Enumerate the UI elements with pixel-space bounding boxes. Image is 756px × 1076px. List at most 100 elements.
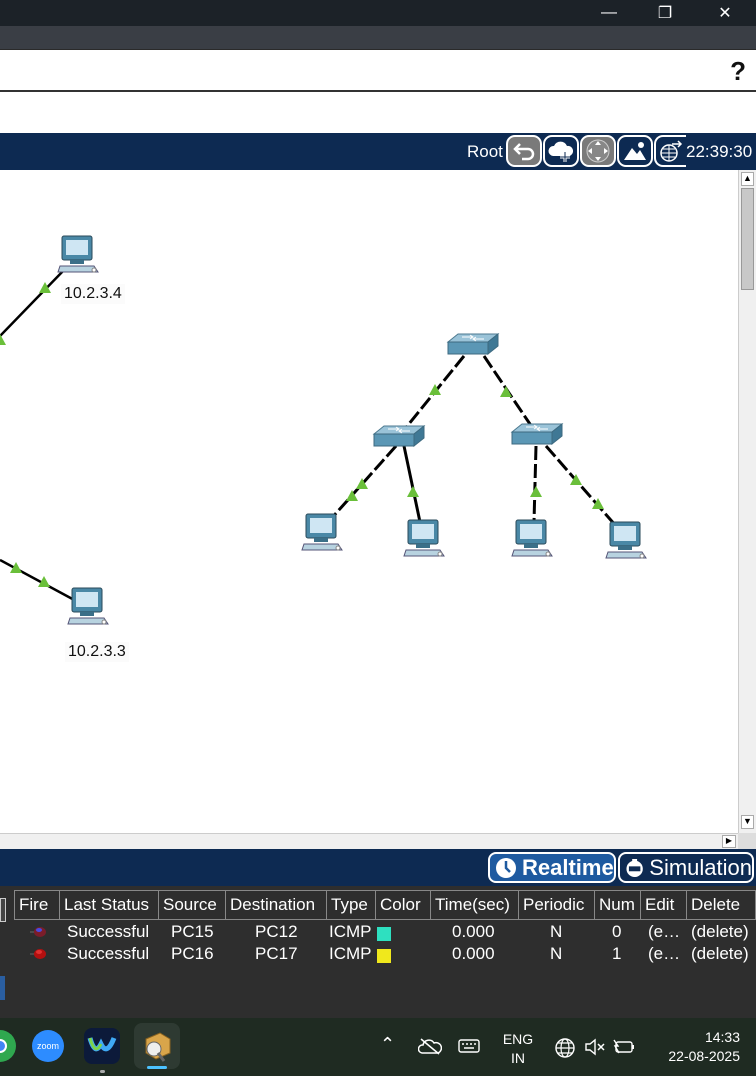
keyboard-icon[interactable] (458, 1038, 480, 1054)
clock-icon (496, 857, 516, 878)
pc-icon (57, 235, 99, 273)
realtime-mode-button[interactable]: Realtime (488, 852, 616, 883)
pdu-source: PC16 (171, 944, 214, 963)
system-time: 14:33 (704, 1029, 740, 1045)
realtime-mode-label: Realtime (522, 854, 614, 880)
link-sw1-pc2 (402, 445, 422, 523)
pc-icon (403, 519, 445, 557)
fire-indicator-icon[interactable] (28, 922, 48, 944)
pc-ip-label: 10.2.3.3 (65, 642, 129, 662)
pdu-num: 0 (612, 922, 622, 941)
zoom-icon-label: zoom (36, 1041, 59, 1051)
webex-icon[interactable] (84, 1028, 120, 1073)
column-header[interactable]: Periodic (518, 890, 595, 920)
column-header[interactable]: Source (158, 890, 226, 920)
link-status-up (592, 498, 604, 509)
simulation-mode-label: Simulation (649, 854, 752, 880)
fire-indicator-icon[interactable] (28, 944, 48, 966)
close-button[interactable]: ✕ (718, 5, 732, 22)
simulation-mode-button[interactable]: Simulation (618, 852, 754, 883)
pdu-source: PC15 (171, 922, 214, 941)
pdu-destination: PC17 (255, 944, 298, 963)
vertical-scroll-thumb[interactable] (741, 188, 754, 290)
chrome-icon[interactable] (0, 1028, 18, 1064)
switch-icon (447, 333, 499, 355)
scroll-right-icon[interactable]: ▶ (722, 835, 736, 848)
pc-ip-label: 10.2.3.4 (61, 284, 125, 304)
system-date: 22-08-2025 (668, 1048, 740, 1064)
column-header[interactable]: Last Status (59, 890, 159, 920)
workspace-navbar: Root 22:39:30 (0, 133, 756, 170)
toolbar-gap (0, 93, 756, 133)
pdu-edit-link[interactable]: (e… (648, 944, 681, 963)
switch-icon (373, 425, 425, 447)
column-header[interactable]: Fire (14, 890, 60, 920)
vertical-scrollbar[interactable]: ▲ ▼ (738, 170, 756, 833)
onedrive-offline-icon[interactable] (418, 1037, 442, 1055)
column-header[interactable]: Num (594, 890, 641, 920)
pdu-periodic: N (550, 922, 563, 941)
viewport-icon[interactable] (654, 135, 686, 167)
link-left-lower (0, 558, 79, 604)
pdu-last-status: Successful (67, 922, 150, 941)
os-taskbar: zoom ⌃ ENG IN 14:33 22-08-2025 (0, 1018, 756, 1076)
column-header[interactable]: Time(sec) (430, 890, 519, 920)
scroll-up-icon[interactable]: ▲ (741, 172, 754, 186)
link-status-up (530, 486, 542, 497)
column-header[interactable]: Destination (225, 890, 327, 920)
packet-tracer-icon[interactable] (134, 1023, 180, 1069)
pc-icon (301, 513, 343, 551)
pdu-color-swatch (377, 923, 391, 945)
column-header[interactable]: Color (375, 890, 431, 920)
background-image-icon[interactable] (617, 135, 653, 167)
pdu-edit-link[interactable]: (e… (648, 922, 681, 941)
battery-charging-icon[interactable] (612, 1038, 636, 1056)
language-indicator[interactable]: ENG IN (500, 1030, 536, 1068)
simulation-clock: 22:39:30 (686, 142, 753, 161)
pc-icon (511, 519, 553, 557)
language-code: ENG (502, 1031, 534, 1047)
column-header[interactable]: Delete (686, 890, 756, 920)
pdu-num: 1 (612, 944, 622, 963)
pdu-color-swatch (377, 945, 391, 967)
scroll-corner (738, 833, 756, 849)
link-sw2-pc3 (532, 445, 538, 523)
minimize-button[interactable]: — (601, 4, 617, 21)
root-label[interactable]: Root (467, 142, 503, 161)
cloud-add-icon[interactable] (543, 135, 579, 167)
column-header[interactable]: Edit (640, 890, 687, 920)
help-button[interactable]: ? (730, 56, 746, 86)
scroll-down-icon[interactable]: ▼ (741, 815, 754, 829)
menu-bar (0, 26, 756, 50)
volume-muted-icon[interactable] (584, 1038, 606, 1056)
pdu-panel: Fire Last Status Source Destination Type… (0, 886, 756, 1018)
pdu-list-table: Fire Last Status Source Destination Type… (14, 890, 756, 1016)
pdu-time: 0.000 (452, 922, 495, 941)
pdu-destination: PC12 (255, 922, 298, 941)
pdu-type: ICMP (329, 922, 372, 941)
link-status-up (407, 486, 419, 497)
pdu-time: 0.000 (452, 944, 495, 963)
move-icon[interactable] (580, 135, 616, 167)
pdu-periodic: N (550, 944, 563, 963)
link-sw2-pc4 (544, 445, 618, 527)
mode-bar: Realtime Simulation (0, 849, 756, 886)
link-left-upper (0, 269, 65, 337)
show-hidden-icons-icon[interactable]: ⌃ (380, 1034, 396, 1054)
column-header[interactable]: Type (326, 890, 376, 920)
back-icon[interactable] (506, 135, 542, 167)
restore-button[interactable]: ❐ (657, 5, 673, 22)
system-clock[interactable]: 14:33 22-08-2025 (650, 1028, 740, 1066)
panel-left-control[interactable] (0, 898, 6, 922)
link-status-up (500, 386, 512, 397)
horizontal-scrollbar[interactable]: ▶ (0, 833, 738, 849)
zoom-icon[interactable]: zoom (30, 1028, 66, 1064)
switch-icon (511, 423, 563, 445)
pc-icon (67, 587, 109, 625)
pdu-delete-link[interactable]: (delete) (691, 944, 749, 963)
panel-left-control[interactable] (0, 976, 5, 1000)
network-globe-icon[interactable] (554, 1037, 576, 1059)
pdu-type: ICMP (329, 944, 372, 963)
logical-workspace[interactable]: 10.2.3.4 10.2.3.3 (0, 170, 738, 833)
pdu-delete-link[interactable]: (delete) (691, 922, 749, 941)
